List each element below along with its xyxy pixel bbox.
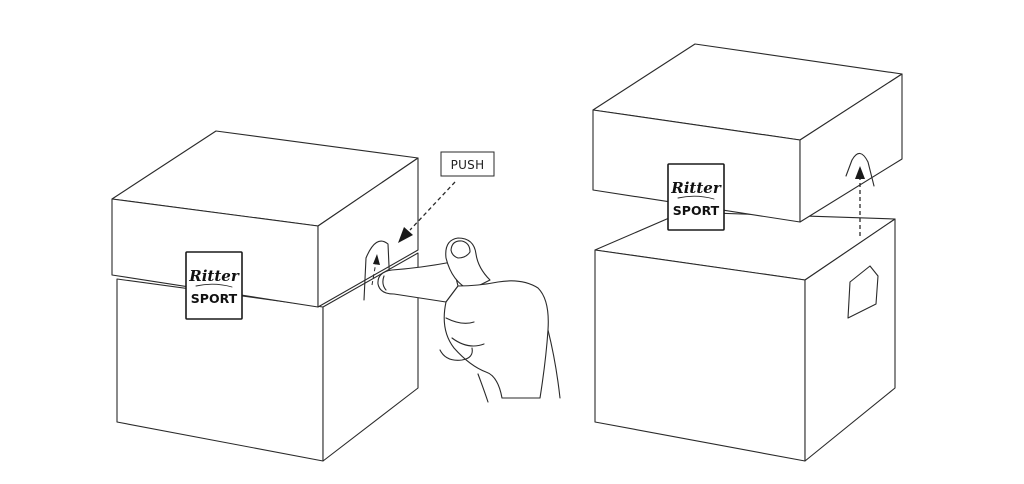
left-box: [111, 130, 419, 462]
hand-index-finger: [377, 261, 459, 303]
logo-right-sport-text: SPORT: [673, 203, 720, 218]
logo-left: Ritter SPORT: [185, 251, 243, 320]
hand-thumb: [445, 237, 491, 291]
logo-left-sport-text: SPORT: [191, 291, 238, 306]
right-box-handle-cutout: [847, 265, 879, 319]
left-box-lid-side: [317, 157, 419, 308]
lift-arrow: [855, 166, 865, 236]
right-box-lid-notch: [845, 152, 875, 187]
right-box-lid-side: [799, 73, 903, 223]
hand-palm: [443, 280, 549, 399]
push-label-text: PUSH: [451, 158, 485, 172]
logo-right-ritter-text: Ritter: [670, 179, 722, 197]
push-arrow: [371, 181, 456, 286]
logo-left-ritter-text: Ritter: [188, 267, 240, 285]
logo-right: Ritter SPORT: [667, 163, 725, 231]
left-box-notch: [363, 240, 391, 301]
hand-illustration: [377, 237, 561, 403]
right-box-base-front: [594, 249, 806, 462]
right-box: [592, 43, 903, 462]
push-label: PUSH: [440, 151, 495, 177]
